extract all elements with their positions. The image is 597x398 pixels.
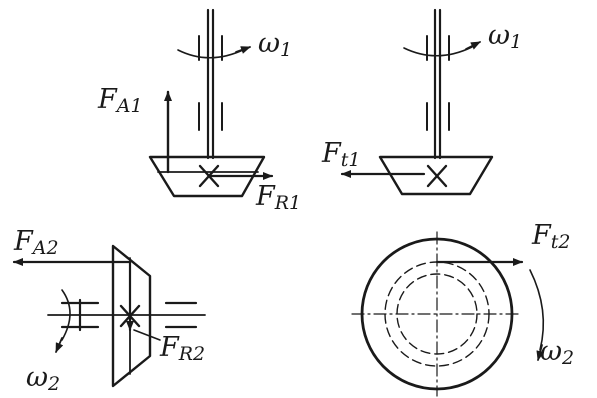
rotation-arrow-omega-1b (465, 41, 481, 50)
label-axial-force-A2: FA2 (13, 226, 59, 259)
view-gear-face: Ft2 ω2 (351, 220, 574, 397)
pinion-1-bearing-lower (198, 102, 223, 131)
view-gear-side: FA2 FR2 ω2 (12, 226, 206, 395)
gear-side-body (111, 244, 152, 388)
label-radial-force-R2: FR2 (159, 332, 205, 365)
rotation-arc-omega-2b (529, 269, 545, 351)
label-omega-1b: ω1 (488, 20, 522, 53)
leader-radial-force-R2 (133, 329, 161, 341)
pinion-2-bearing-upper (426, 35, 450, 61)
label-axial-force-A1: FA1 (97, 84, 143, 117)
label-omega-2b: ω2 (540, 336, 574, 369)
rotation-arrow-omega-2 (55, 337, 64, 353)
rotation-arc-omega-2 (61, 289, 71, 341)
pinion-2-bearing-lower (426, 102, 450, 131)
rotation-arrow-omega-2b (536, 344, 545, 361)
pinion-2-shaft (433, 8, 442, 160)
pinion-1-shaft (206, 8, 215, 160)
gear-side-bearing-right (164, 301, 198, 329)
label-omega-1: ω1 (258, 28, 292, 61)
label-tangential-force-t2: Ft2 (531, 220, 570, 253)
pinion-1-gear-body (148, 155, 266, 198)
pinion-2-gear-body (378, 155, 494, 196)
pinion-2-cross-mark (426, 164, 448, 188)
view-pinion-axial: ω1 FA1 FR1 (97, 8, 301, 214)
view-pinion-tangential: ω1 Ft1 (321, 8, 522, 196)
label-omega-2: ω2 (26, 362, 60, 395)
rotation-arc-omega-1b (403, 46, 473, 57)
rotation-arc-omega-1 (177, 48, 246, 59)
rotation-arrow-omega-1 (235, 46, 251, 54)
label-tangential-force-t1: Ft1 (321, 138, 360, 171)
label-radial-force-R1: FR1 (255, 181, 301, 214)
